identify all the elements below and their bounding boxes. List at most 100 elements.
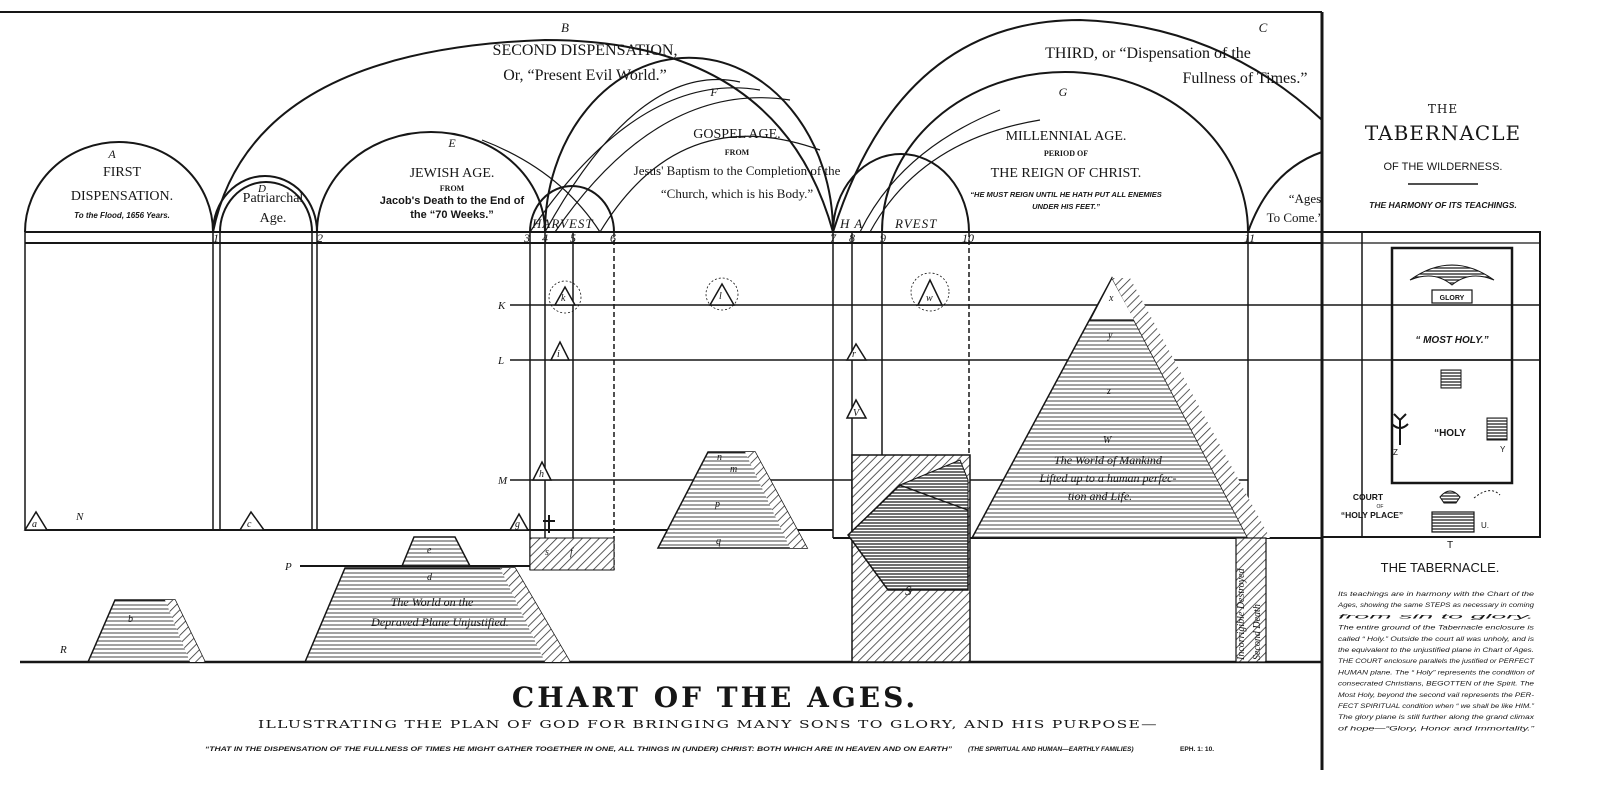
- figure-letter-y: y: [1107, 330, 1113, 341]
- figure-letter-W: W: [1103, 435, 1113, 446]
- third-dispensation-letter: C: [1259, 20, 1268, 35]
- chart-subtitle: ILLUSTRATING THE PLAN OF GOD FOR BRINGIN…: [258, 717, 1158, 731]
- tabernacle-description-line: of hope—“Glory, Honor and Immortality.”: [1338, 725, 1535, 732]
- figure-letter-f: f: [570, 547, 574, 558]
- tabernacle-section-title: THE TABERNACLE.: [1381, 560, 1500, 575]
- tabernacle-description-line: The entire ground of the Tabernacle encl…: [1338, 625, 1535, 632]
- millennial-age-arch: [881, 71, 1249, 233]
- first-dispensation-letter: A: [107, 147, 116, 161]
- cherubim-icon: [1409, 264, 1495, 286]
- tabernacle-panel: THE TABERNACLE OF THE WILDERNESS. THE HA…: [1321, 102, 1541, 732]
- court-label-2: “HOLY PLACE”: [1341, 510, 1403, 520]
- third-dispensation-line2: Fullness of Times.”: [1183, 70, 1308, 87]
- candlestick-icon: [1391, 413, 1409, 445]
- plane-label-p: P: [284, 561, 292, 573]
- millennial-age-line2: PERIOD OF: [1044, 149, 1088, 158]
- figure-letter-r: r: [852, 349, 856, 360]
- millennial-age-line3: THE REIGN OF CHRIST.: [991, 166, 1142, 181]
- jewish-age-line4: the “70 Weeks.”: [410, 209, 494, 221]
- division-4: 4: [542, 231, 548, 245]
- world-depraved-line2: Depraved Plane Unjustified.: [370, 615, 509, 629]
- second-dispensation-line1: SECOND DISPENSATION,: [493, 42, 678, 59]
- u-label: U.: [1481, 521, 1489, 530]
- pyramid-b: [86, 599, 207, 663]
- tabernacle-description-line: Ages, showing the same STEPS as necessar…: [1337, 602, 1535, 609]
- second-dispensation-letter: B: [561, 20, 569, 35]
- tabernacle-description-line: from sin to glory.: [1338, 613, 1534, 620]
- jewish-age-line2: FROM: [440, 184, 465, 193]
- division-9: 9: [880, 231, 886, 245]
- patriarchal-letter: D: [257, 183, 266, 195]
- tabernacle-title: TABERNACLE: [1365, 121, 1521, 145]
- ark-icon: [1431, 289, 1473, 304]
- first-dispensation-line2: DISPENSATION.: [71, 189, 173, 204]
- showbread-table-icon: [1486, 417, 1508, 441]
- plane-label-k: K: [497, 300, 506, 312]
- tabernacle-description-line: Most Holy, beyond the second vail repres…: [1338, 692, 1534, 699]
- plane-label-m: M: [497, 475, 508, 487]
- figure-letter-i: i: [557, 349, 560, 360]
- most-holy-label: “ MOST HOLY.”: [1415, 335, 1488, 346]
- tabernacle-the: THE: [1428, 102, 1458, 116]
- division-11: 11: [1244, 231, 1255, 245]
- ages-to-come-arch: [1247, 151, 1323, 233]
- plane-label-l: L: [497, 355, 504, 367]
- chart-title: CHART OF THE AGES.: [512, 681, 918, 714]
- figure-letter-k: k: [561, 293, 566, 304]
- gospel-age-line1: GOSPEL AGE.: [693, 127, 780, 142]
- chart-quote-ref: EPH. 1: 10.: [1180, 746, 1214, 753]
- tabernacle-harmony: THE HARMONY OF ITS TEACHINGS.: [1369, 200, 1517, 210]
- first-harvest-label: HARVEST: [531, 216, 594, 231]
- pyramid-d-e: [303, 536, 572, 663]
- millennial-age-line5: UNDER HIS FEET.”: [1032, 202, 1100, 211]
- figure-letter-s: s: [545, 547, 549, 558]
- plane-label-n: N: [75, 511, 84, 523]
- third-dispensation-line1: THIRD, or “Dispensation of the: [1045, 45, 1251, 62]
- division-6: 6: [610, 231, 616, 245]
- second-harvest-label-right: RVEST: [894, 216, 937, 231]
- chart-quote: “THAT IN THE DISPENSATION OF THE FULLNES…: [205, 746, 953, 753]
- z-label: Z: [1393, 448, 1398, 457]
- plane-label-r: R: [59, 644, 67, 656]
- tabernacle-description-line: The glory plane is still further along t…: [1338, 714, 1535, 721]
- figure-letter-q: q: [716, 536, 721, 547]
- tabernacle-description: Its teachings are in harmony with the Ch…: [1337, 591, 1536, 732]
- figure-letter-l: l: [719, 291, 722, 302]
- gospel-age-line2: FROM: [725, 148, 750, 157]
- laver-icon: [1439, 490, 1461, 504]
- division-2: 2: [317, 231, 323, 245]
- division-5: 5: [570, 231, 576, 245]
- figure-letter-x: x: [1108, 293, 1114, 304]
- world-lifted-line2: Lifted up to a human perfec-: [1039, 471, 1177, 485]
- ages-to-come-line1: “Ages: [1289, 191, 1322, 206]
- figure-letter-h: h: [539, 469, 544, 480]
- figure-letter-n: n: [717, 452, 722, 463]
- third-dispensation-arch: [832, 18, 1323, 233]
- world-depraved-line1: The World on the: [391, 595, 474, 609]
- incorrigible-line2: Second Death: [1252, 604, 1263, 660]
- figure-letter-b: b: [128, 614, 133, 625]
- jewish-age-line1: JEWISH AGE.: [410, 166, 495, 181]
- first-dispensation-note: To the Flood, 1656 Years.: [74, 211, 170, 220]
- world-lifted-line3: tion and Life.: [1068, 489, 1132, 503]
- figure-letter-a: a: [32, 519, 37, 530]
- millennial-age-line4: “HE MUST REIGN UNTIL HE HATH PUT ALL ENE…: [970, 190, 1161, 199]
- tabernacle-description-line: FECT SPIRITUAL condition when “ we shall…: [1338, 703, 1535, 710]
- division-7: 7: [830, 231, 837, 245]
- millennial-age-letter: G: [1059, 85, 1068, 99]
- ages-to-come-line2: To Come.”: [1267, 210, 1324, 225]
- second-harvest-label-left: H A: [839, 216, 863, 231]
- division-3: 3: [523, 231, 530, 245]
- second-death-area: [847, 454, 1267, 663]
- division-1: 1: [213, 231, 219, 245]
- incorrigible-line1: Incorrigible Destroyed: [1236, 567, 1247, 661]
- pyramid-millennial: [970, 276, 1270, 539]
- harvest-small-pyramid: [529, 537, 615, 571]
- figure-letter-p: p: [714, 499, 720, 510]
- figure-letter-d: d: [427, 572, 433, 583]
- figure-letter-e: e: [427, 545, 432, 556]
- patriarchal-arch: [212, 175, 318, 233]
- jewish-age-arch: [316, 131, 546, 233]
- jewish-age-letter: E: [447, 136, 456, 150]
